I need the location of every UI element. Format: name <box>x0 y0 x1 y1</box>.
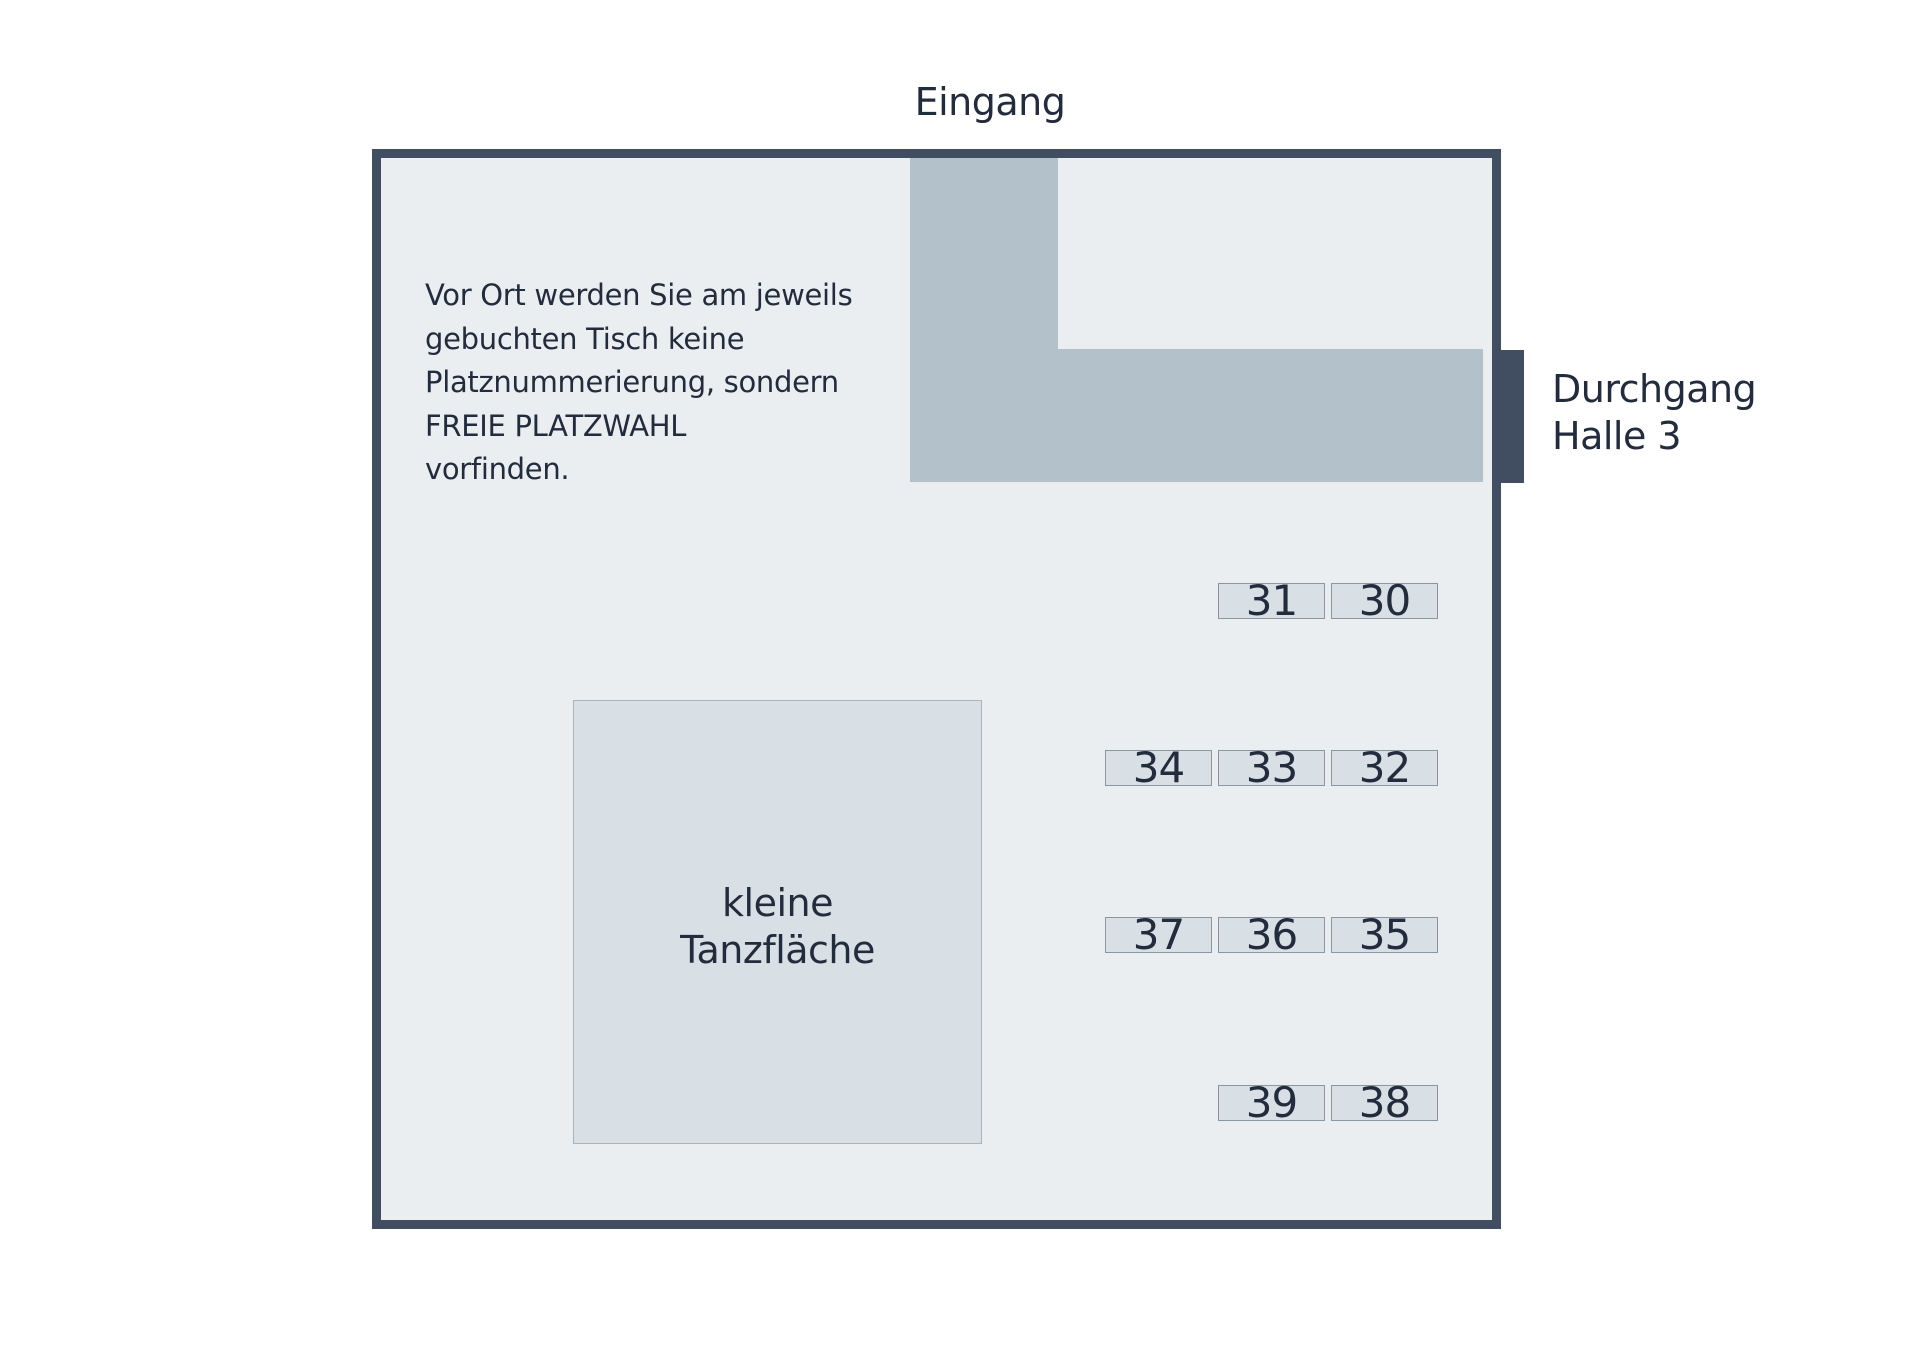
table-33[interactable]: 33 <box>1218 747 1325 789</box>
info-line: gebuchten Tisch keine <box>425 321 745 356</box>
table-34[interactable]: 34 <box>1105 747 1212 789</box>
dance-floor-label-line1: kleine <box>722 881 833 925</box>
info-line: Platznummerierung, sondern <box>425 365 839 399</box>
passage-label-line1: Durchgang <box>1552 367 1757 411</box>
table-32[interactable]: 32 <box>1331 747 1438 789</box>
table-38[interactable]: 38 <box>1331 1082 1438 1124</box>
table-39[interactable]: 39 <box>1218 1082 1325 1124</box>
info-line: Vor Ort werden Sie am jeweils <box>425 278 853 312</box>
table-30[interactable]: 30 <box>1331 580 1438 622</box>
table-35[interactable]: 35 <box>1331 914 1438 956</box>
passage-label-line2: Halle 3 <box>1552 414 1682 458</box>
passage-door <box>1492 350 1524 483</box>
dance-floor <box>573 700 982 1144</box>
passage-label: Durchgang Halle 3 <box>1552 366 1757 460</box>
table-31[interactable]: 31 <box>1218 580 1325 622</box>
dance-floor-label-line2: Tanzfläche <box>680 928 875 972</box>
seating-info-text: Vor Ort werden Sie am jeweils gebuchten … <box>425 274 885 492</box>
entrance-label: Eingang <box>914 80 1066 124</box>
table-37[interactable]: 37 <box>1105 914 1212 956</box>
bar-counter-horizontal <box>910 349 1483 482</box>
info-line: vorfinden. <box>425 452 570 486</box>
info-line: FREIE PLATZWAHL <box>425 408 687 443</box>
dance-floor-label: kleine Tanzfläche <box>573 880 982 974</box>
table-36[interactable]: 36 <box>1218 914 1325 956</box>
